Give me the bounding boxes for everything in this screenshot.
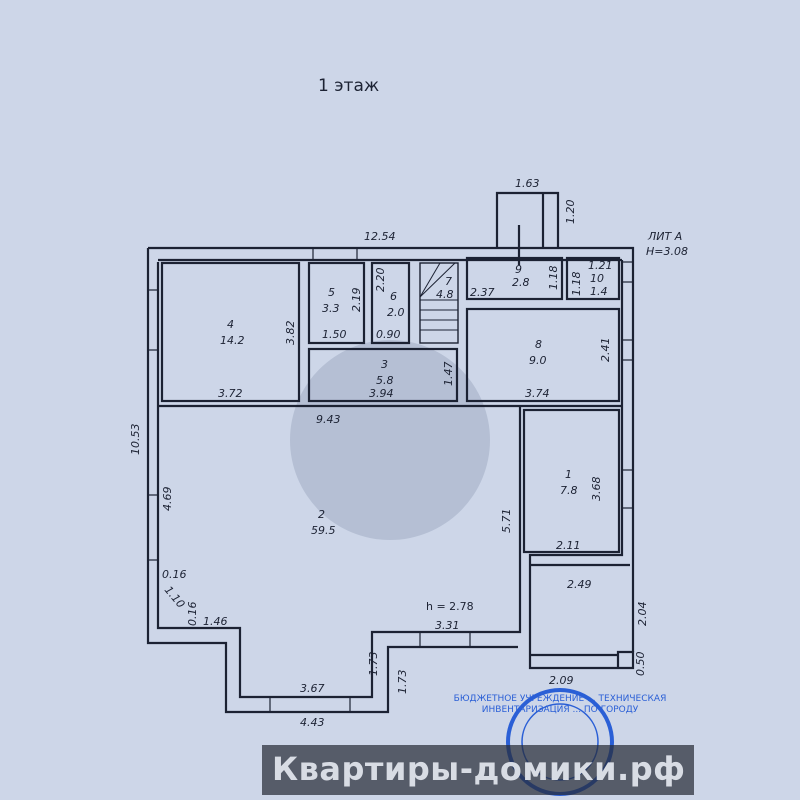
dimensions: 12.54 1.63 1.20 3.82 3.72 2.19 1.50 2.20… bbox=[129, 177, 649, 729]
room-9-number: 9 bbox=[515, 263, 522, 276]
dim-ext-step: 0.50 bbox=[634, 652, 647, 677]
room-5-number: 5 bbox=[328, 286, 335, 299]
dim-room6-width: 0.90 bbox=[376, 328, 401, 341]
dim-ext-height: 2.04 bbox=[636, 602, 649, 627]
dim-room5-width: 1.50 bbox=[322, 328, 347, 341]
dim-corner-c: 0.16 bbox=[186, 602, 199, 627]
dim-room4-height: 3.82 bbox=[284, 321, 297, 346]
litera-label: ЛИТ А bbox=[647, 230, 682, 243]
room-3-area: 5.8 bbox=[376, 374, 394, 387]
watermark-banner: Квартиры-домики.рф bbox=[262, 745, 694, 795]
room-6-area: 2.0 bbox=[387, 306, 405, 319]
dim-bottom-left: 1.46 bbox=[203, 615, 228, 628]
dim-room9-height: 1.18 bbox=[547, 266, 560, 291]
dim-room3-width: 3.94 bbox=[369, 387, 394, 400]
dim-left: 10.53 bbox=[129, 424, 142, 456]
dim-room1-width: 2.11 bbox=[556, 539, 581, 552]
room-8-number: 8 bbox=[535, 338, 542, 351]
room-1-area: 7.8 bbox=[560, 484, 578, 497]
dim-corner-a: 0.16 bbox=[162, 568, 187, 581]
dim-ext-width: 2.49 bbox=[567, 578, 592, 591]
watermark-text: Квартиры-домики.рф bbox=[272, 750, 686, 788]
stamp-text: БЮДЖЕТНОЕ УЧРЕЖДЕНИЕ ... ТЕХНИЧЕСКАЯ ИНВ… bbox=[453, 694, 667, 715]
dim-bay-top: 3.31 bbox=[435, 619, 460, 632]
floor-title: 1 этаж bbox=[318, 76, 379, 96]
dim-porch-width: 1.63 bbox=[515, 177, 540, 190]
dim-room10-height: 1.18 bbox=[570, 272, 583, 297]
dim-room2-right: 5.71 bbox=[500, 509, 513, 534]
dim-bottom-outer: 4.43 bbox=[300, 716, 325, 729]
room-8-area: 9.0 bbox=[529, 354, 547, 367]
room-9-area: 2.8 bbox=[512, 276, 530, 289]
dim-bay-right: 1.73 bbox=[396, 670, 409, 695]
watermark-logo bbox=[290, 340, 490, 540]
room-7-number: 7 bbox=[445, 275, 452, 288]
room-2-number: 2 bbox=[318, 508, 325, 521]
room-4-area: 14.2 bbox=[220, 334, 245, 347]
dim-room3-height: 1.47 bbox=[442, 362, 455, 387]
room-7-area: 4.8 bbox=[436, 288, 454, 301]
room-5-area: 3.3 bbox=[322, 302, 340, 315]
dim-room4-width: 3.72 bbox=[218, 387, 243, 400]
dim-room8-width: 3.74 bbox=[525, 387, 550, 400]
dim-corner-b: 1.10 bbox=[162, 584, 188, 611]
room-2-area: 59.5 bbox=[311, 524, 336, 537]
dim-bay-left: 1.73 bbox=[367, 652, 380, 677]
room-4-number: 4 bbox=[227, 318, 234, 331]
room-labels: 1 7.8 2 59.5 3 5.8 4 14.2 5 3.3 6 2.0 7 … bbox=[220, 263, 608, 613]
room-10-area: 1.4 bbox=[590, 285, 608, 298]
walls bbox=[146, 191, 635, 714]
dim-room5-height: 2.19 bbox=[350, 288, 363, 313]
dim-room6-height: 2.20 bbox=[374, 268, 387, 293]
dim-ext-bottom: 2.09 bbox=[549, 674, 574, 687]
stairs bbox=[419, 262, 459, 344]
dim-bottom-inner: 3.67 bbox=[300, 682, 325, 695]
dim-room9-width: 2.37 bbox=[470, 286, 495, 299]
dim-room8-height: 2.41 bbox=[599, 338, 612, 363]
litera-height: H=3.08 bbox=[646, 245, 688, 258]
dim-porch-height: 1.20 bbox=[564, 200, 577, 225]
dim-top: 12.54 bbox=[364, 230, 396, 243]
room-1-number: 1 bbox=[565, 468, 572, 481]
dim-room10-width: 1.21 bbox=[588, 259, 613, 272]
dim-room2-left: 4.69 bbox=[161, 487, 174, 512]
room-6-number: 6 bbox=[390, 290, 397, 303]
room-3-number: 3 bbox=[381, 358, 388, 371]
room-10-number: 10 bbox=[590, 272, 604, 285]
dim-room2-width: 9.43 bbox=[316, 413, 341, 426]
dim-room1-height: 3.68 bbox=[590, 477, 603, 502]
ceiling-height: h = 2.78 bbox=[426, 600, 474, 613]
